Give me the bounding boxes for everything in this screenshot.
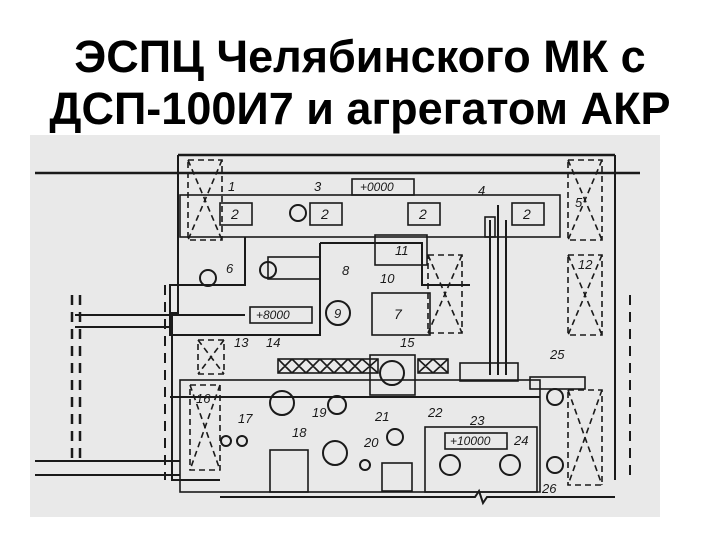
ladle-car-left	[269, 449, 309, 493]
label-8: 8	[342, 263, 350, 278]
label-5: 5	[575, 195, 583, 210]
small-ladle-17-a	[220, 435, 232, 447]
label-9: 9	[334, 306, 341, 321]
ladle-26	[546, 456, 564, 474]
elevation-10000: +10000	[450, 434, 491, 448]
building-wall-bottom	[220, 488, 615, 506]
ladle-3	[289, 204, 307, 222]
ladle-15	[379, 360, 405, 386]
ladle-19	[327, 395, 347, 415]
label-4: 4	[478, 183, 485, 198]
platform-outline	[169, 237, 321, 336]
elevation-0000: +0000	[360, 180, 394, 194]
label-14: 14	[266, 335, 280, 350]
elevation-marks: +0000 +8000 +10000	[256, 180, 491, 448]
equipment-labels: 1 2 2 2 2 3 4 5 6 7 8 9 10 11 12 13 14 1…	[196, 179, 593, 496]
label-6: 6	[226, 261, 234, 276]
label-20: 20	[363, 435, 379, 450]
ladle-25	[546, 388, 564, 406]
crossed-bay-center	[427, 254, 463, 334]
label-18: 18	[292, 425, 307, 440]
crossed-bay-right	[567, 389, 603, 486]
slide-title-line-1: ЭСПЦ Челябинского МК с	[74, 31, 646, 82]
box-elev-0	[351, 178, 415, 196]
label-10: 10	[380, 271, 395, 286]
converter-unit	[369, 354, 416, 396]
aod-block	[424, 426, 538, 493]
box-4	[484, 216, 496, 238]
ladle-9	[325, 300, 351, 326]
ladle-furnace	[259, 261, 277, 279]
label-11: 11	[395, 243, 409, 258]
ladle-6	[199, 269, 217, 287]
box-2-c	[407, 202, 441, 226]
label-2-c: 2	[418, 206, 427, 222]
transfer-table-14	[277, 358, 379, 374]
label-15: 15	[400, 335, 415, 350]
label-26: 26	[541, 481, 557, 496]
crossed-bay-1	[187, 159, 223, 241]
label-2-b: 2	[320, 206, 329, 222]
box-elev-8000	[249, 306, 313, 324]
label-23: 23	[469, 413, 485, 428]
stand-23	[459, 362, 519, 382]
crossed-bay-16	[189, 384, 221, 471]
elevation-8000: +8000	[256, 308, 290, 322]
label-13: 13	[234, 335, 249, 350]
label-3: 3	[314, 179, 322, 194]
lower-block	[179, 379, 541, 493]
ladle-22	[386, 428, 404, 446]
label-21: 21	[374, 409, 389, 424]
box-elev-10000	[444, 432, 508, 450]
small-ladle-20	[359, 459, 371, 471]
label-24: 24	[513, 433, 528, 448]
label-12: 12	[578, 257, 593, 272]
platform-outline-right	[320, 242, 470, 286]
box-2-d	[511, 202, 545, 226]
ladle-car-right	[381, 462, 413, 492]
ladle-24-b	[499, 454, 521, 476]
label-17: 17	[238, 411, 253, 426]
label-25: 25	[549, 347, 565, 362]
crossed-bay-12	[567, 254, 603, 336]
label-2-d: 2	[522, 206, 531, 222]
label-7: 7	[394, 306, 403, 322]
box-7	[371, 292, 431, 336]
label-2-a: 2	[230, 206, 239, 222]
building-wall-left	[171, 155, 220, 481]
label-1: 1	[228, 179, 235, 194]
crossed-bay-5	[567, 159, 603, 241]
ladle-18	[269, 390, 295, 416]
label-16: 16	[196, 391, 211, 406]
label-22: 22	[427, 405, 443, 420]
box-2-a	[219, 202, 253, 226]
furnace-frame	[267, 256, 321, 280]
ladle-24-a	[439, 454, 461, 476]
ladle-center	[322, 440, 348, 466]
box-11	[374, 234, 428, 266]
small-ladle-17-b	[236, 435, 248, 447]
label-19: 19	[312, 405, 326, 420]
shop-layout-drawing: +0000 +8000 +10000 1 2 2 2 2 3 4 5 6 7 8…	[30, 135, 660, 517]
crossed-bay-13	[197, 339, 225, 375]
box-2-b	[309, 202, 343, 226]
slide-title-line-2: ДСП-100И7 и агрегатом АКР	[49, 83, 671, 134]
